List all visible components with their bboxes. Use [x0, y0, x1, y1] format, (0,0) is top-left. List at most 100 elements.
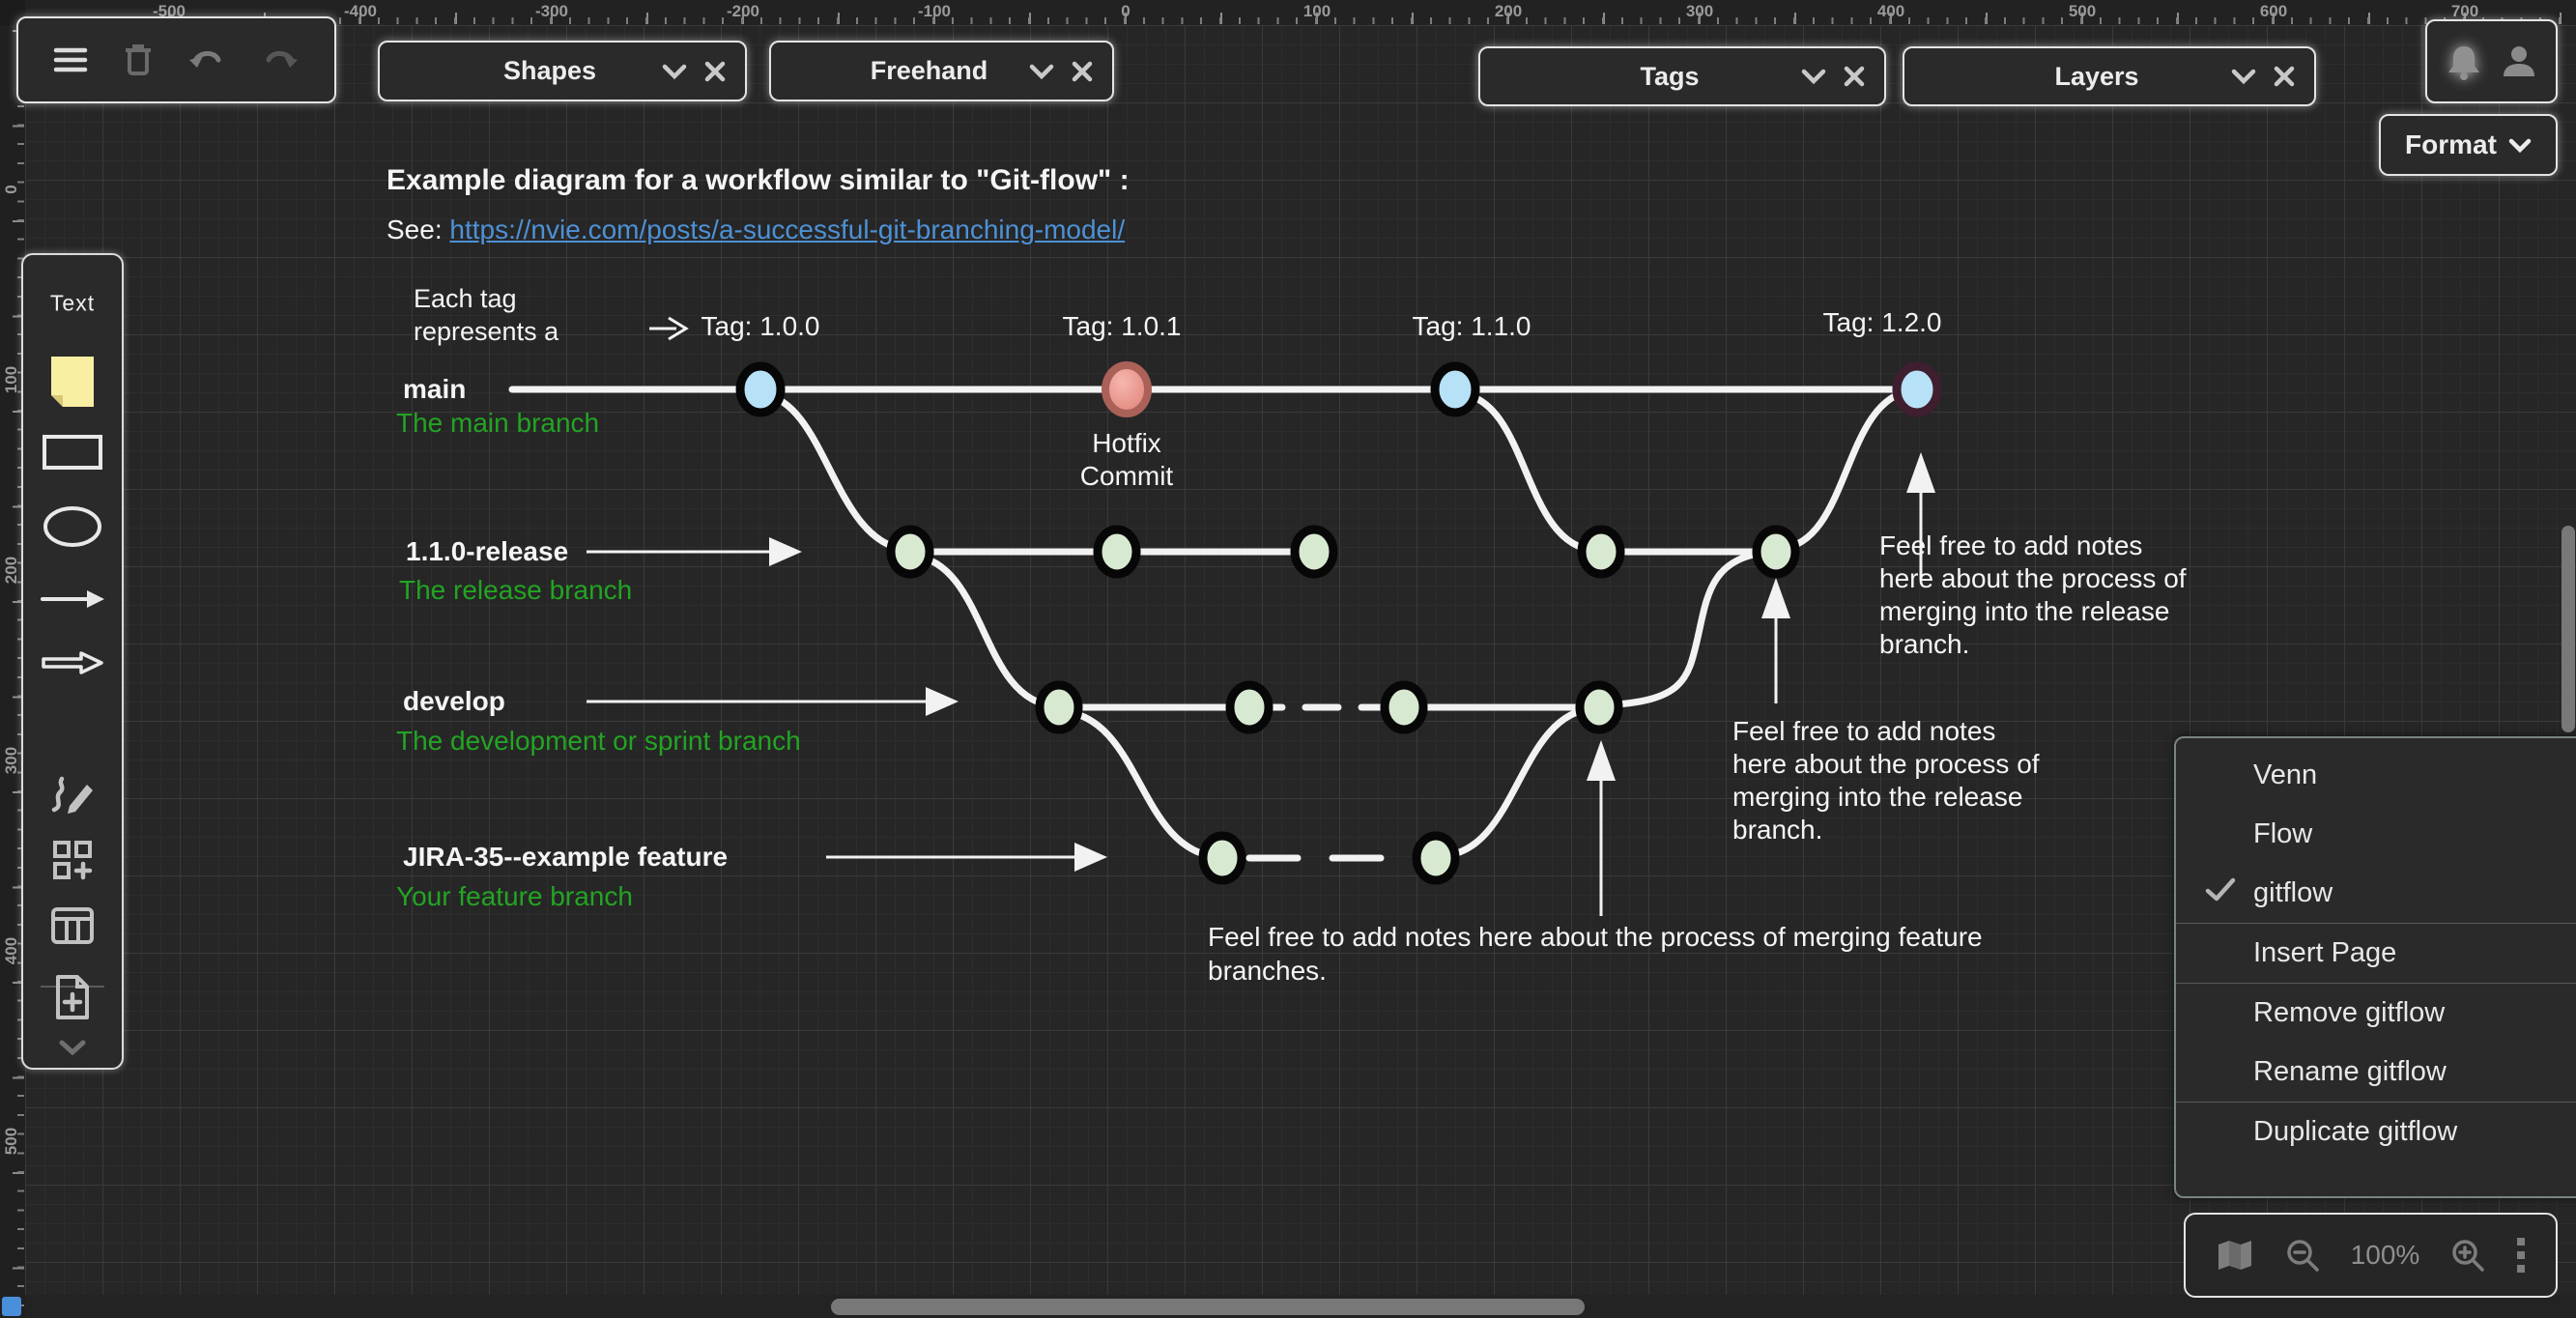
branch-curve-release-to-develop[interactable] [910, 552, 1059, 710]
commit-node-tag-1-1-0[interactable] [1430, 361, 1480, 417]
commit-node-release[interactable] [1093, 525, 1141, 579]
undo-icon[interactable] [187, 44, 226, 75]
commit-node-tag-1-2-0[interactable] [1892, 361, 1942, 417]
layers-dropdown[interactable]: Layers [1903, 46, 2316, 106]
menu-item-venn[interactable]: Venn [2176, 746, 2576, 805]
menu-item-flow[interactable]: Flow [2176, 805, 2576, 864]
rectangle-tool[interactable] [42, 434, 103, 471]
format-button[interactable]: Format [2379, 114, 2558, 176]
drawing-canvas[interactable] [25, 25, 2576, 1318]
insert-page-icon[interactable] [53, 974, 92, 1020]
tags-dropdown[interactable]: Tags [1478, 46, 1886, 106]
commit-node-hotfix[interactable] [1102, 361, 1152, 417]
merge-curve-develop-to-release[interactable] [1599, 548, 1776, 709]
chevron-down-icon[interactable] [662, 64, 687, 79]
freehand-dropdown[interactable]: Freehand [769, 41, 1114, 101]
menu-item-label: gitflow [2253, 877, 2333, 908]
block-arrow-tool[interactable] [41, 649, 104, 676]
diagram-title[interactable]: Example diagram for a workflow similar t… [386, 164, 1130, 196]
menu-item-remove-gitflow[interactable]: Remove gitflow [2176, 984, 2576, 1043]
branch-desc-develop[interactable]: The development or sprint branch [396, 726, 801, 756]
ruler-vertical: 0 100 200 300 400 500 [0, 25, 25, 1318]
chevron-down-icon[interactable] [1801, 69, 1826, 84]
commit-node-release[interactable] [1577, 525, 1625, 579]
branch-curve-main-to-release2[interactable] [1455, 389, 1600, 555]
zoom-in-icon[interactable] [2449, 1237, 2486, 1274]
zoom-out-icon[interactable] [2284, 1237, 2321, 1274]
tag-label-1-0-1[interactable]: Tag: 1.0.1 [1062, 311, 1182, 341]
tag-label-1-0-0[interactable]: Tag: 1.0.0 [701, 311, 820, 341]
commit-node-release[interactable] [1752, 525, 1800, 579]
merge-curve-feature-to-develop[interactable] [1436, 704, 1599, 860]
commit-node-develop[interactable] [1575, 680, 1623, 734]
branch-desc-release[interactable]: The release branch [399, 575, 633, 605]
release-note-upper[interactable]: Feel free to add notes here about the pr… [1879, 530, 2187, 659]
hotfix-commit-label[interactable]: Hotfix Commit [1079, 428, 1174, 491]
commit-node-feature[interactable] [1412, 831, 1460, 885]
branch-curve-develop-to-feature[interactable] [1059, 707, 1222, 861]
ruler-label: -500 [152, 2, 186, 20]
git-branching-model-link[interactable]: https://nvie.com/posts/a-successful-git-… [449, 215, 1126, 244]
branch-desc-feature[interactable]: Your feature branch [396, 881, 633, 911]
branch-curve-main-to-release[interactable] [759, 390, 910, 554]
menu-item-duplicate-gitflow[interactable]: Duplicate gitflow [2176, 1103, 2576, 1161]
vertical-scrollbar-thumb[interactable] [2562, 526, 2575, 732]
chevron-down-icon[interactable] [2231, 69, 2256, 84]
feature-note[interactable]: Feel free to add notes here about the pr… [1208, 922, 1983, 986]
notifications-bell-icon[interactable] [2446, 43, 2482, 81]
commit-node-tag-1-0-0[interactable] [735, 361, 786, 417]
branch-name-main[interactable]: main [403, 374, 467, 404]
tag-label-1-2-0[interactable]: Tag: 1.2.0 [1822, 307, 1942, 337]
menu-item-rename-gitflow[interactable]: Rename gitflow [2176, 1043, 2576, 1102]
ruler-vertical-ticks [1, 25, 24, 1318]
user-profile-icon[interactable] [2501, 43, 2537, 80]
commit-node-develop[interactable] [1035, 680, 1083, 734]
branch-name-release[interactable]: 1.1.0-release [406, 536, 569, 566]
freehand-pen-icon[interactable] [50, 773, 95, 814]
arrow-tool[interactable] [41, 588, 104, 610]
merge-curve-release-to-main[interactable] [1776, 387, 1917, 553]
menu-divider [2176, 1102, 2576, 1103]
chevron-down-icon [2508, 138, 2532, 153]
more-shapes-icon[interactable] [51, 839, 94, 881]
menu-icon[interactable] [53, 46, 88, 73]
horizontal-scrollbar-thumb[interactable] [831, 1299, 1585, 1315]
kebab-menu-icon[interactable] [2516, 1236, 2526, 1275]
redo-icon[interactable] [261, 44, 300, 75]
menu-item-gitflow[interactable]: gitflow [2176, 864, 2576, 923]
close-icon[interactable] [704, 61, 726, 82]
close-icon[interactable] [1072, 61, 1093, 82]
ellipse-tool[interactable] [42, 504, 103, 549]
close-icon[interactable] [1844, 66, 1865, 87]
ruler-label: 100 [1302, 2, 1331, 20]
table-icon[interactable] [50, 906, 95, 945]
commit-node-feature[interactable] [1198, 831, 1246, 885]
sidebar-divider [41, 986, 104, 988]
commit-node-release[interactable] [1290, 525, 1338, 579]
zoom-level[interactable]: 100% [2350, 1240, 2420, 1270]
shape-toolbar: Text [21, 253, 124, 1070]
tag-note[interactable]: Each tag represents a [414, 284, 559, 346]
chevron-down-icon[interactable] [1029, 64, 1054, 79]
shapes-dropdown[interactable]: Shapes [378, 41, 747, 101]
ruler-horizontal-ticks [25, 1, 2576, 24]
branch-desc-main[interactable]: The main branch [396, 408, 600, 438]
menu-item-label: Duplicate gitflow [2253, 1116, 2458, 1147]
bottom-left-accent-chip[interactable] [2, 1297, 21, 1316]
branch-name-develop[interactable]: develop [403, 686, 505, 716]
commit-node-develop[interactable] [1380, 680, 1428, 734]
minimap-icon[interactable] [2216, 1239, 2254, 1272]
sticky-note-tool[interactable] [47, 355, 98, 409]
close-icon[interactable] [2274, 66, 2295, 87]
trash-icon[interactable] [123, 43, 154, 77]
sidebar-expand-chevron-icon[interactable] [58, 1040, 87, 1055]
menu-item-insert-page[interactable]: Insert Page [2176, 924, 2576, 983]
menu-item-label: Flow [2253, 818, 2313, 849]
release-note-lower[interactable]: Feel free to add notes here about the pr… [1732, 716, 2040, 845]
commit-node-release[interactable] [886, 525, 934, 579]
text-tool[interactable]: Text [50, 291, 95, 317]
branch-name-feature[interactable]: JIRA-35--example feature [403, 842, 729, 872]
develop-pointer-arrow-head [926, 687, 959, 716]
commit-node-develop[interactable] [1225, 680, 1274, 734]
tag-label-1-1-0[interactable]: Tag: 1.1.0 [1412, 311, 1531, 341]
